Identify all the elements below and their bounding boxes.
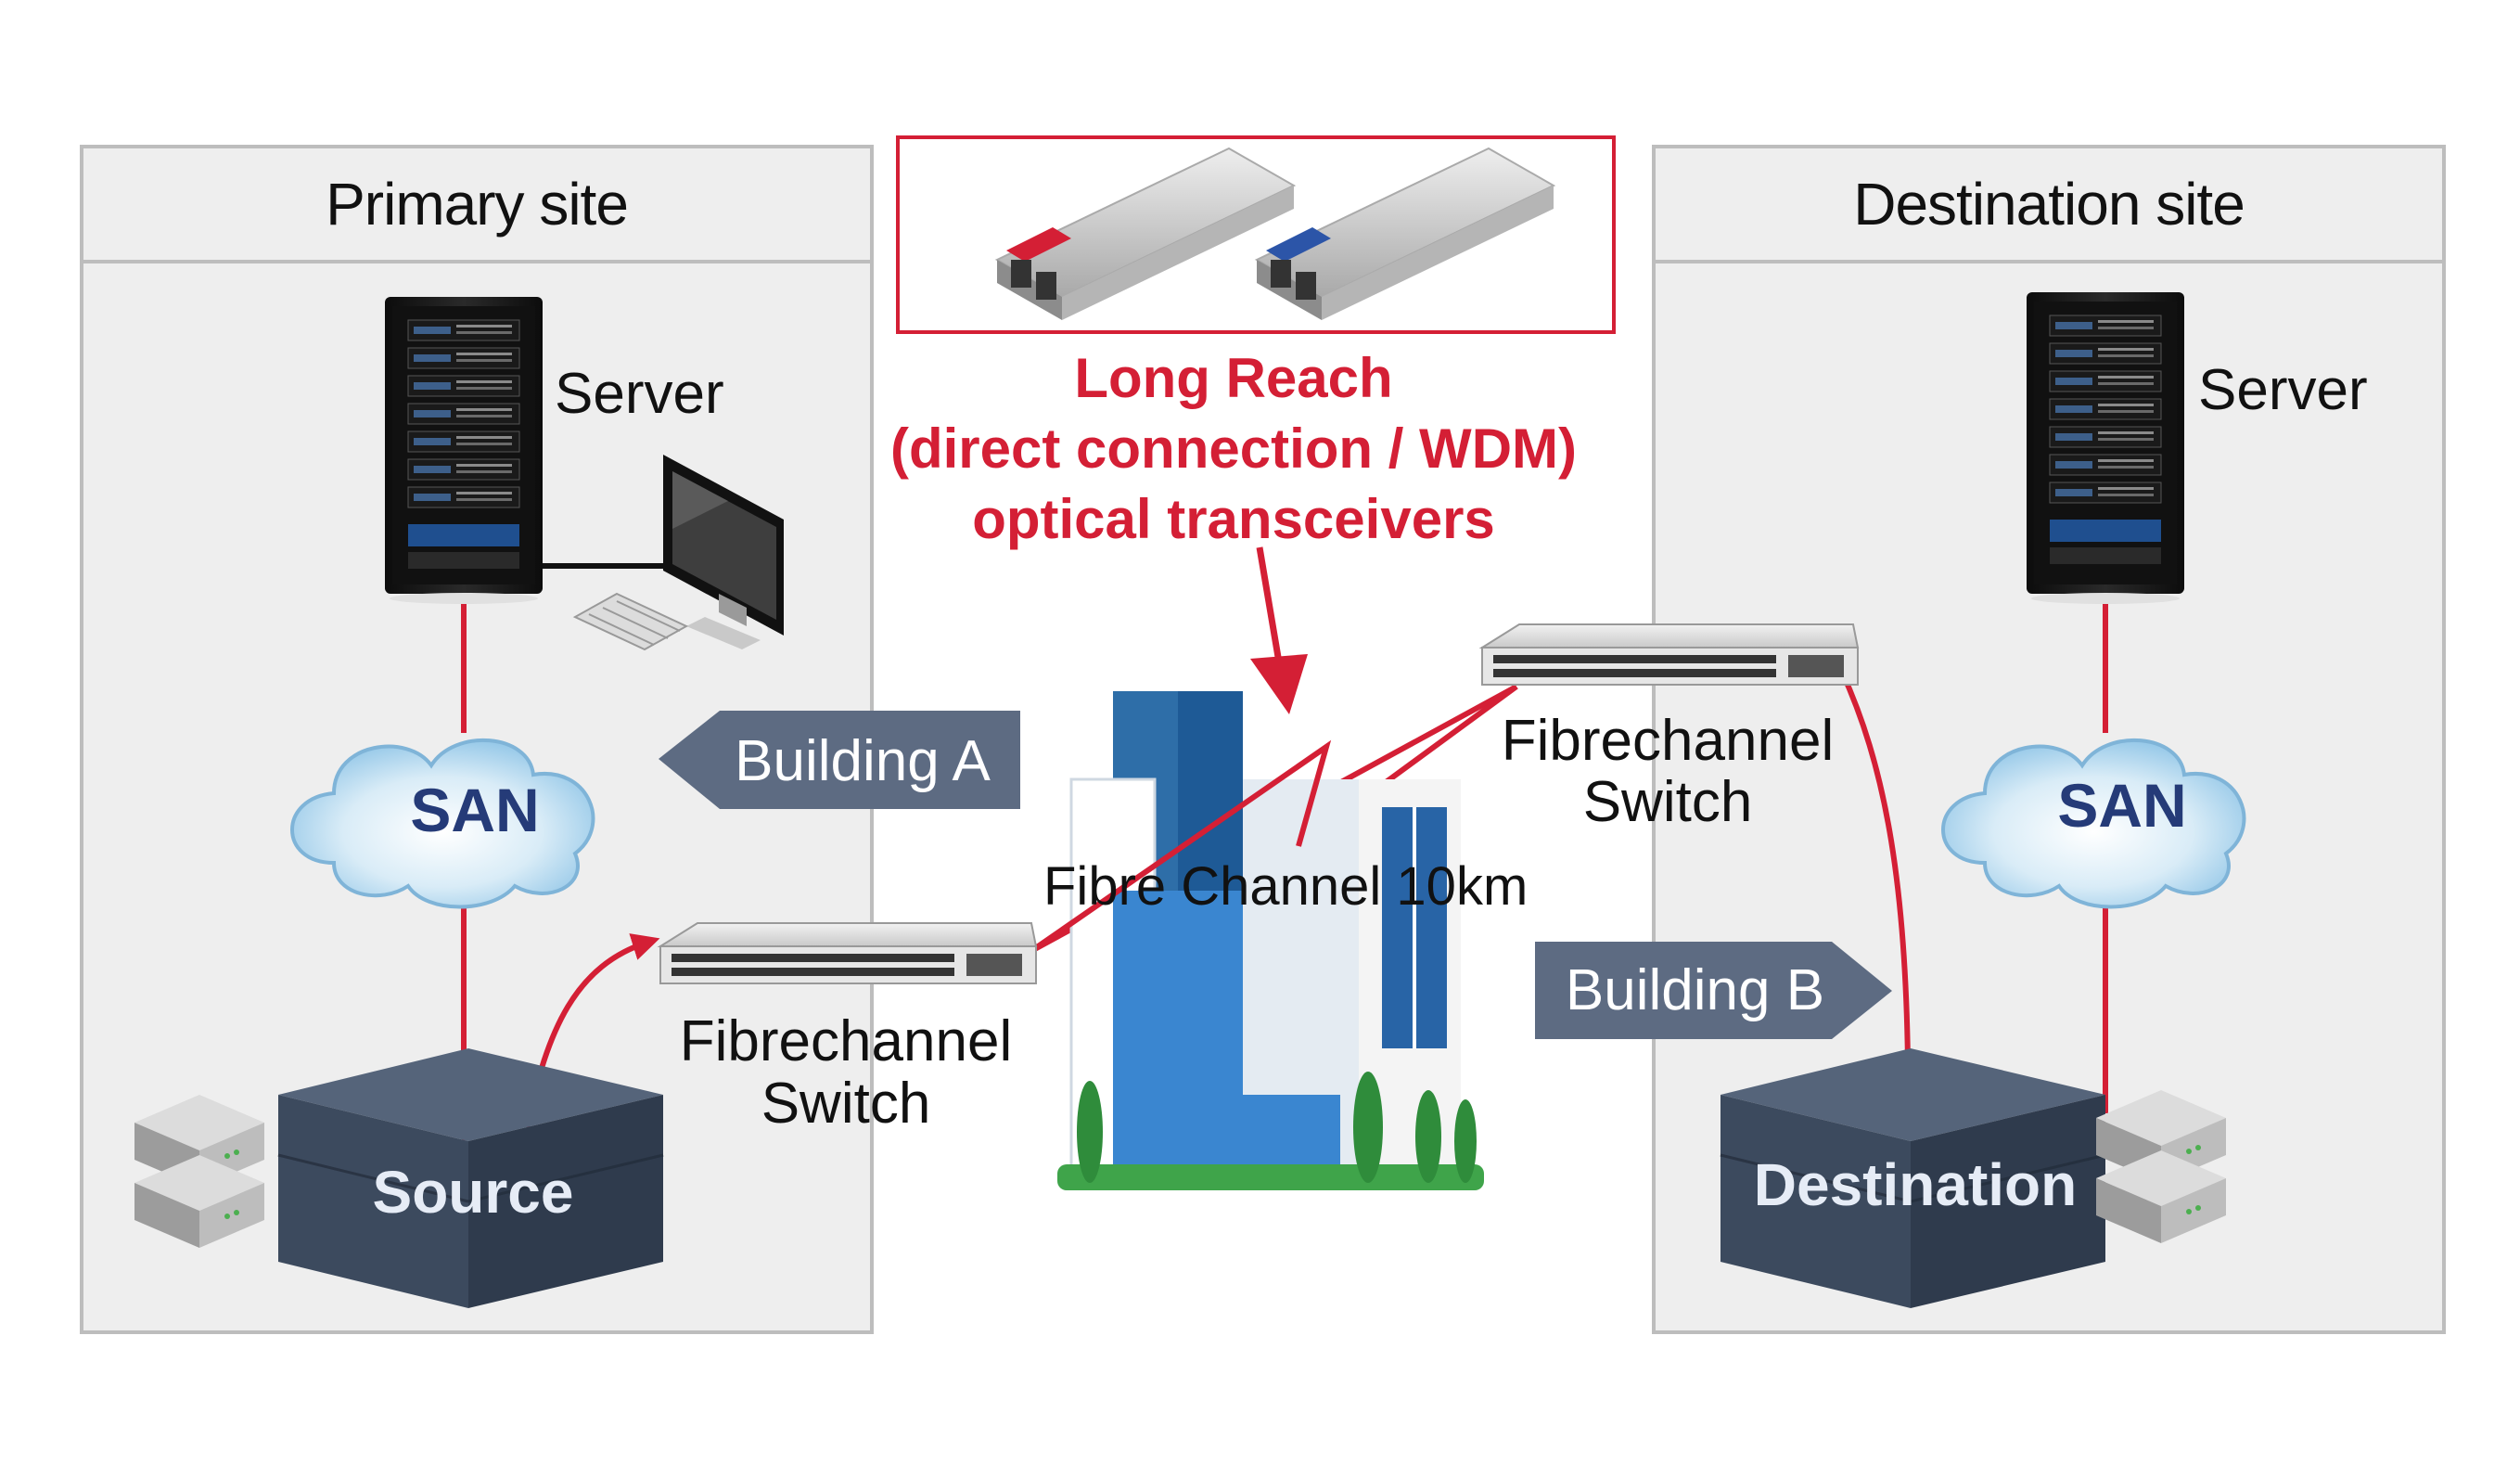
transceiver-pointer-arrowhead <box>1250 654 1308 714</box>
left-switch-label-line1: Fibrechannel <box>679 1009 1013 1073</box>
primary-site-header: Primary site <box>83 148 870 263</box>
primary-server-label: Server <box>555 362 724 426</box>
destination-storage-array-icon <box>1720 1048 2106 1308</box>
primary-san-cloud-icon <box>290 738 595 909</box>
destination-san-label: SAN <box>2057 771 2187 840</box>
primary-server-rack-icon <box>385 297 543 604</box>
switch-to-destination-link <box>1838 668 1923 1138</box>
destination-storage-label: Destination <box>1753 1151 2078 1218</box>
right-fibrechannel-switch-icon <box>1478 623 1860 686</box>
destination-site-header: Destination site <box>1656 148 2442 263</box>
destination-san-cloud-icon <box>1941 738 2246 909</box>
building-b-callout-shape <box>1535 942 1892 1039</box>
destination-disk-server-icon <box>2096 1090 2226 1243</box>
destination-server-label: Server <box>2198 358 2368 422</box>
left-fibrechannel-switch-icon <box>657 922 1038 984</box>
sfp-transceiver-blue-icon <box>1254 147 1556 320</box>
transceiver-pointer-arrow <box>1256 546 1284 669</box>
primary-san-label: SAN <box>410 776 540 844</box>
desktop-computer-icon <box>572 455 784 651</box>
building-a-callout-shape <box>659 711 1020 809</box>
source-storage-array-icon <box>277 1048 664 1308</box>
right-switch-label-line2: Switch <box>1582 770 1753 834</box>
source-storage-label: Source <box>372 1159 574 1226</box>
transceiver-title-line3: optical transceivers <box>972 488 1495 550</box>
lightning-bolt-icon <box>1030 739 1332 954</box>
transceiver-title-line1: Long Reach <box>1074 347 1393 409</box>
building-a-label: Building A <box>735 728 991 793</box>
left-switch-label-line2: Switch <box>761 1072 931 1136</box>
primary-site-title: Primary site <box>326 171 629 238</box>
office-building-icon <box>1057 691 1484 1190</box>
right-switch-label-line1: Fibrechannel <box>1501 709 1835 773</box>
building-b-label: Building B <box>1565 957 1825 1022</box>
sfp-transceiver-red-icon <box>994 147 1297 320</box>
fibre-channel-link-label: Fibre Channel 10km <box>1043 856 1529 917</box>
transceiver-title-line2: (direct connection / WDM) <box>890 417 1577 480</box>
destination-site-title: Destination site <box>1853 171 2245 238</box>
source-disk-server-icon <box>134 1095 264 1248</box>
destination-server-rack-icon <box>2027 292 2184 604</box>
